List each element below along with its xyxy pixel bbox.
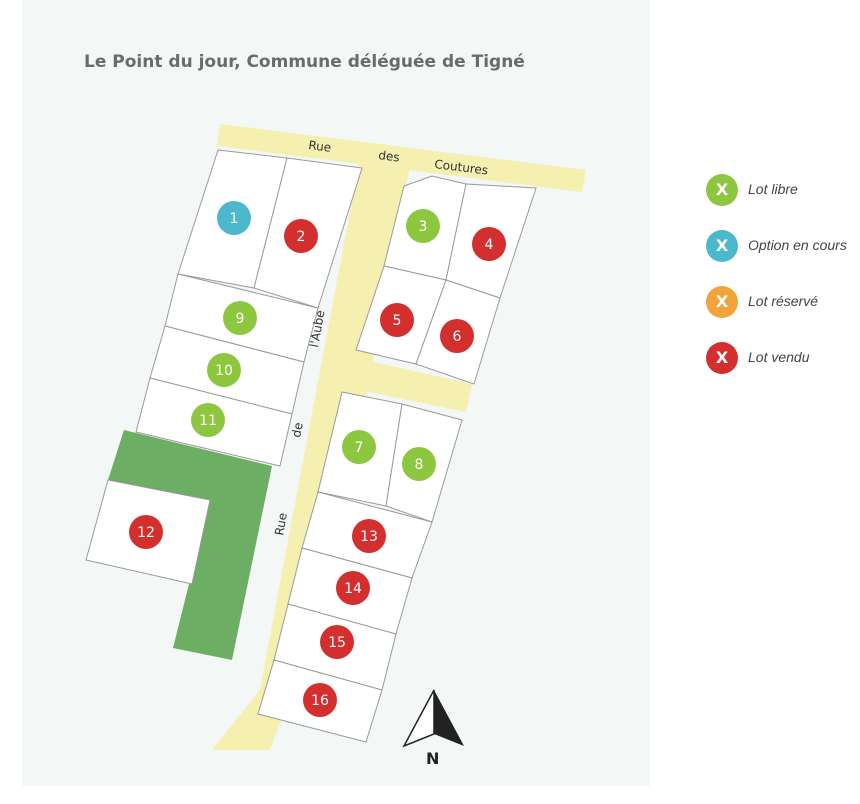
street-label-laube: l'Aube	[307, 309, 327, 348]
lot-number: 14	[344, 581, 362, 597]
lot-marker-6[interactable]: 6	[440, 319, 474, 353]
lot-number: 8	[415, 457, 424, 473]
status-dot-icon: X	[706, 286, 738, 318]
legend-label: Lot libre	[748, 181, 798, 197]
legend-item-option: X Option en cours	[706, 230, 856, 286]
lot-marker-12[interactable]: 12	[129, 515, 163, 549]
lot-marker-circle	[352, 519, 386, 553]
lot-marker-10[interactable]: 10	[207, 353, 241, 387]
lot-marker-2[interactable]: 2	[284, 219, 318, 253]
lot-marker-circle	[191, 403, 225, 437]
lot-marker-8[interactable]: 8	[402, 447, 436, 481]
lot-number: 16	[311, 693, 329, 709]
street-label-des: des	[378, 148, 401, 164]
lot-number: 11	[199, 413, 217, 429]
status-dot-icon: X	[706, 342, 738, 374]
lot-number: 4	[485, 237, 494, 253]
lot-marker-circle	[342, 430, 376, 464]
legend-item-reserve: X Lot réservé	[706, 286, 856, 342]
legend-item-vendu: X Lot vendu	[706, 342, 856, 398]
north-arrow-icon-right	[434, 690, 464, 746]
street-label-coutures: Coutures	[434, 157, 489, 177]
lot-parcels	[85, 149, 537, 743]
lot-number: 10	[215, 363, 233, 379]
road-cross-branch	[340, 356, 472, 412]
lot-number: 5	[393, 313, 402, 329]
lot-marker-circle	[284, 219, 318, 253]
lot-marker-circle	[402, 447, 436, 481]
legend-item-libre: X Lot libre	[706, 174, 856, 230]
lot-marker-1[interactable]: 1	[217, 201, 251, 235]
status-dot-icon: X	[706, 230, 738, 262]
lot-marker-circle	[320, 625, 354, 659]
lot-marker-9[interactable]: 9	[223, 301, 257, 335]
legend-label: Lot réservé	[748, 293, 819, 309]
lot-number: 9	[236, 311, 245, 327]
lot-marker-circle	[129, 515, 163, 549]
lot-number: 2	[297, 229, 306, 245]
lot-marker-circle	[207, 353, 241, 387]
lot-marker-7[interactable]: 7	[342, 430, 376, 464]
lot-marker-15[interactable]: 15	[320, 625, 354, 659]
north-arrow: N	[402, 689, 464, 768]
lot-number: 15	[328, 635, 346, 651]
street-label-de: de	[289, 421, 305, 438]
legend: X Lot libre X Option en cours X Lot rése…	[706, 174, 856, 398]
lot-marker-circle	[217, 201, 251, 235]
street-labels: Rue des Coutures l'Aube de Rue	[272, 138, 489, 536]
legend-label: Lot vendu	[748, 349, 810, 365]
lot-number: 3	[419, 219, 428, 235]
lot-marker-13[interactable]: 13	[352, 519, 386, 553]
lot-number: 12	[137, 525, 155, 541]
lot-number: 13	[360, 529, 378, 545]
status-dot-icon: X	[706, 174, 738, 206]
legend-label: Option en cours	[748, 237, 847, 253]
lot-marker-3[interactable]: 3	[406, 209, 440, 243]
lot-number: 7	[355, 440, 364, 456]
lot-number: 6	[453, 329, 462, 345]
lot-marker-11[interactable]: 11	[191, 403, 225, 437]
lot-marker-4[interactable]: 4	[472, 227, 506, 261]
lot-marker-circle	[336, 571, 370, 605]
lot-marker-16[interactable]: 16	[303, 683, 337, 717]
lot-marker-circle	[380, 303, 414, 337]
lot-marker-circle	[472, 227, 506, 261]
street-label-rue: Rue	[308, 138, 332, 155]
north-label: N	[426, 749, 439, 768]
street-label-rue-laube: Rue	[272, 512, 290, 537]
north-arrow-icon-left	[402, 689, 435, 748]
lot-marker-circle	[303, 683, 337, 717]
lot-marker-5[interactable]: 5	[380, 303, 414, 337]
lot-marker-circle	[440, 319, 474, 353]
green-space	[108, 430, 272, 660]
lot-marker-circle	[406, 209, 440, 243]
page-title: Le Point du jour, Commune déléguée de Ti…	[84, 52, 525, 72]
lot-marker-circle	[223, 301, 257, 335]
lot-number: 1	[230, 211, 239, 227]
lot-marker-14[interactable]: 14	[336, 571, 370, 605]
